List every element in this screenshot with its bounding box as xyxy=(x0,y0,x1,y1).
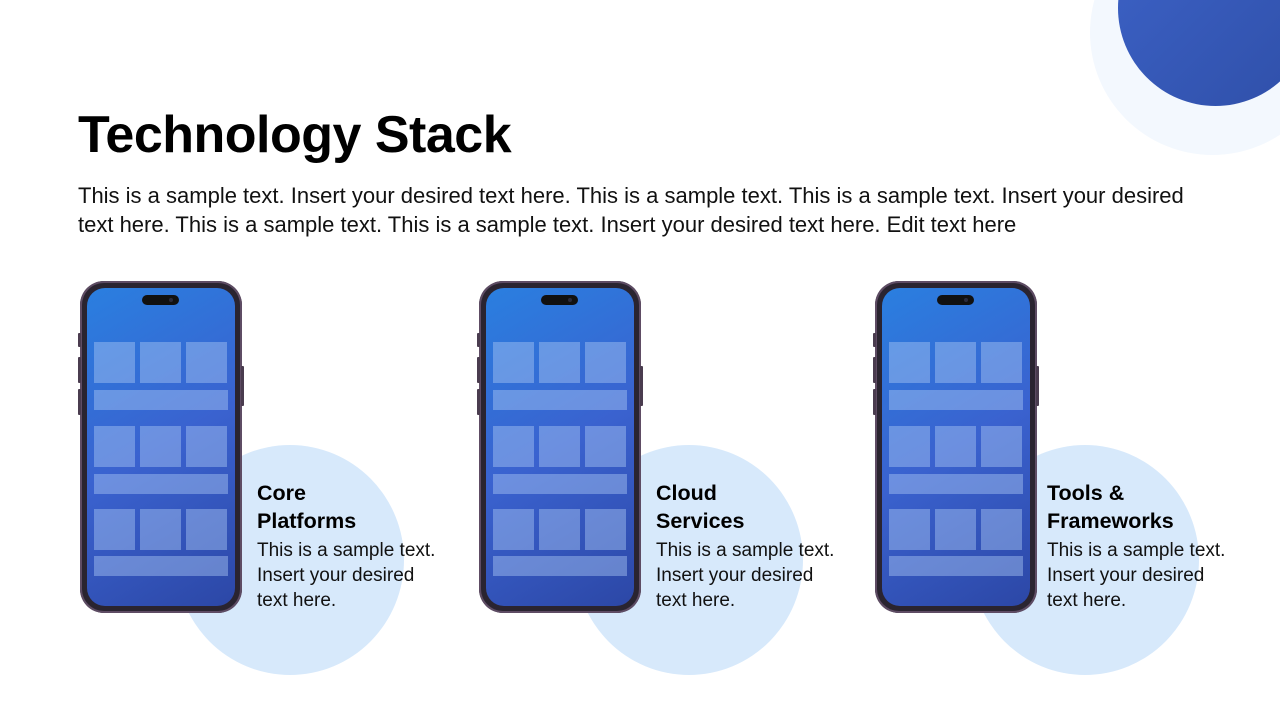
card-text: Core Platforms This is a sample text. In… xyxy=(257,479,457,613)
card-heading-line: Platforms xyxy=(257,509,357,533)
screen-tile xyxy=(935,426,976,467)
screen-bar xyxy=(94,474,228,494)
card-body: This is a sample text. Insert your desir… xyxy=(656,538,856,613)
screen-tile xyxy=(140,426,181,467)
card-heading-line: Cloud xyxy=(656,481,717,505)
card-text: Cloud Services This is a sample text. In… xyxy=(656,479,856,613)
screen-tile xyxy=(585,342,626,383)
phone-side-button xyxy=(78,357,81,383)
card-heading: Core Platforms xyxy=(257,479,457,535)
screen-bar xyxy=(493,390,627,410)
phone-side-button xyxy=(873,357,876,383)
screen-tile xyxy=(94,426,135,467)
phone-camera-notch xyxy=(541,295,578,305)
screen-tile xyxy=(539,342,580,383)
screen-tile xyxy=(889,509,930,550)
screen-tile xyxy=(94,509,135,550)
card-body-line: This is a sample text. xyxy=(257,540,436,561)
screen-tile xyxy=(493,426,534,467)
screen-tile xyxy=(140,509,181,550)
card-body-line: This is a sample text. xyxy=(1047,540,1226,561)
screen-tile xyxy=(935,342,976,383)
screen-tile xyxy=(981,509,1022,550)
card-body-line: Insert your desired xyxy=(656,565,814,586)
phone-side-button xyxy=(241,366,244,406)
phone-camera-notch xyxy=(142,295,179,305)
smartphone-icon xyxy=(477,281,643,613)
card-heading: Cloud Services xyxy=(656,479,856,535)
card-body-line: Insert your desired xyxy=(1047,565,1205,586)
screen-bar xyxy=(889,474,1023,494)
smartphone-icon xyxy=(873,281,1039,613)
phone-side-button xyxy=(477,357,480,383)
card-body-line: text here. xyxy=(656,590,736,611)
screen-bar xyxy=(493,474,627,494)
phone-side-button xyxy=(873,389,876,415)
screen-tile xyxy=(981,426,1022,467)
card-heading: Tools & Frameworks xyxy=(1047,479,1247,535)
screen-tile xyxy=(94,342,135,383)
phone-side-button xyxy=(873,333,876,347)
screen-tile xyxy=(186,342,227,383)
card-body-line: text here. xyxy=(1047,590,1127,611)
card-body: This is a sample text. Insert your desir… xyxy=(257,538,457,613)
card-core-platforms: Core Platforms This is a sample text. In… xyxy=(78,281,460,681)
screen-bar xyxy=(94,556,228,576)
screen-tile xyxy=(935,509,976,550)
screen-tile xyxy=(539,426,580,467)
card-tools-frameworks: Tools & Frameworks This is a sample text… xyxy=(873,281,1255,681)
slide-title: Technology Stack xyxy=(78,106,512,164)
card-heading-line: Core xyxy=(257,481,306,505)
screen-tile xyxy=(140,342,181,383)
screen-tile xyxy=(186,509,227,550)
card-cloud-services: Cloud Services This is a sample text. In… xyxy=(477,281,859,681)
phone-side-button xyxy=(78,333,81,347)
card-body: This is a sample text. Insert your desir… xyxy=(1047,538,1247,613)
phone-side-button xyxy=(477,389,480,415)
phone-side-button xyxy=(1036,366,1039,406)
phone-screen xyxy=(486,288,634,606)
phone-camera-notch xyxy=(937,295,974,305)
phone-screen xyxy=(87,288,235,606)
card-body-line: text here. xyxy=(257,590,337,611)
screen-tile xyxy=(981,342,1022,383)
screen-tile xyxy=(585,509,626,550)
phone-side-button xyxy=(640,366,643,406)
screen-tile xyxy=(493,342,534,383)
smartphone-icon xyxy=(78,281,244,613)
screen-bar xyxy=(94,390,228,410)
screen-bar xyxy=(889,556,1023,576)
phone-side-button xyxy=(78,389,81,415)
screen-tile xyxy=(889,342,930,383)
screen-tile xyxy=(889,426,930,467)
screen-tile xyxy=(493,509,534,550)
phone-screen xyxy=(882,288,1030,606)
card-heading-line: Frameworks xyxy=(1047,509,1174,533)
card-heading-line: Services xyxy=(656,509,745,533)
screen-bar xyxy=(493,556,627,576)
screen-tile xyxy=(186,426,227,467)
card-heading-line: Tools & xyxy=(1047,481,1125,505)
intro-paragraph: This is a sample text. Insert your desir… xyxy=(78,183,1184,237)
screen-tile xyxy=(585,426,626,467)
card-body-line: Insert your desired xyxy=(257,565,415,586)
card-text: Tools & Frameworks This is a sample text… xyxy=(1047,479,1247,613)
screen-tile xyxy=(539,509,580,550)
card-body-line: This is a sample text. xyxy=(656,540,835,561)
screen-bar xyxy=(889,390,1023,410)
phone-side-button xyxy=(477,333,480,347)
